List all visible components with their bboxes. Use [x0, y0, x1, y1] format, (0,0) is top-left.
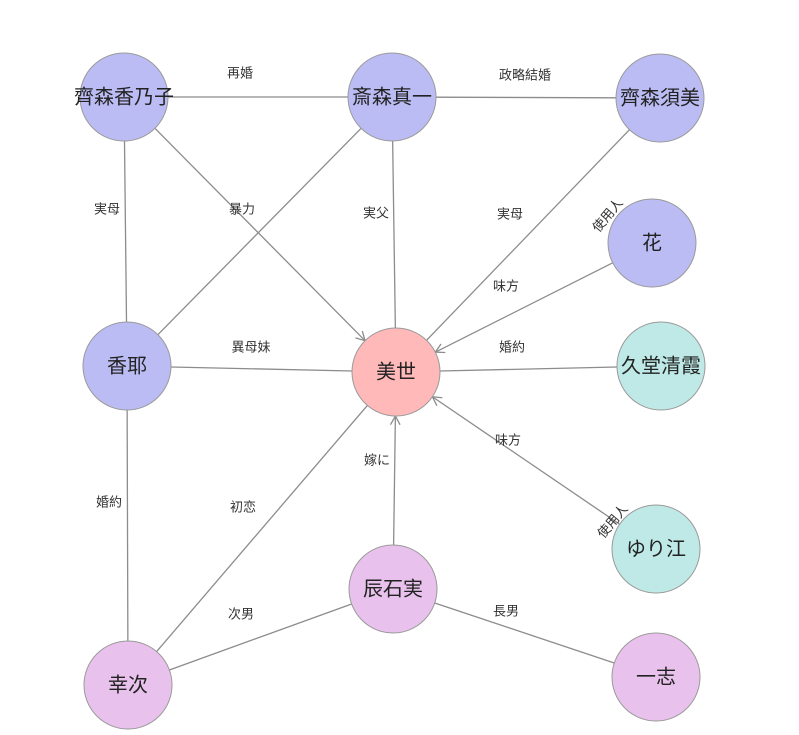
node-label: 花 [642, 231, 662, 255]
node-circle [83, 640, 173, 730]
edge-miyo-kiyoka [439, 366, 618, 372]
node-koji[interactable]: 幸次 [83, 640, 173, 730]
edge-label-shinichi-sumi: 政略結婚 [499, 68, 551, 84]
edge-sumi-miyo [426, 129, 630, 341]
edge-label-koji-miyo: 初恋 [230, 500, 256, 516]
edge-hana-miyo [435, 262, 613, 353]
node-label: 美世 [376, 360, 416, 384]
edge-kanoko-kaya [123, 140, 128, 323]
node-kaya[interactable]: 香耶 [82, 321, 172, 411]
edge-minoru-miyo [392, 415, 397, 546]
edge-kaya-koji [126, 409, 129, 642]
node-circle [347, 52, 437, 142]
node-circle [79, 52, 169, 142]
node-circle [348, 544, 438, 634]
node-label: 香耶 [107, 354, 147, 378]
edge-shinichi-miyo [391, 140, 397, 329]
node-label: 齊森香乃子 [74, 85, 174, 109]
node-label: ゆり江 [626, 537, 686, 561]
node-circle [351, 327, 441, 417]
edge-label-minoru-koji: 次男 [228, 607, 254, 623]
edge-label-kanoko-shinichi: 再婚 [227, 67, 253, 82]
node-miyo[interactable]: 美世 [351, 327, 441, 417]
node-label: 幸次 [108, 673, 148, 697]
edge-label-hana-miyo: 味方 [493, 279, 519, 295]
node-yurie[interactable]: ゆり江 [611, 504, 701, 594]
edge-minoru-kazushi [434, 602, 615, 664]
node-circle [615, 53, 705, 143]
edge-shinichi-sumi [435, 96, 617, 99]
edge-label-minoru-miyo: 嫁に [364, 454, 390, 469]
edge-minoru-koji [169, 603, 352, 671]
node-label: 齊森須美 [620, 86, 700, 110]
node-circle [607, 198, 697, 288]
node-circle [611, 504, 701, 594]
node-circle [82, 321, 172, 411]
edge-label-shinichi-miyo: 実父 [363, 206, 389, 222]
node-shinichi[interactable]: 斎森真一 [347, 52, 437, 142]
edge-label-kaya-koji: 婚約 [96, 496, 122, 511]
edge-label-yurie-miyo: 味方 [495, 433, 521, 449]
node-circle [611, 632, 701, 722]
node-kiyoka[interactable]: 久堂清霞 [616, 321, 706, 411]
node-sumi[interactable]: 齊森須美 [615, 53, 705, 143]
node-kanoko[interactable]: 齊森香乃子 [74, 52, 174, 142]
edge-label-miyo-kiyoka: 婚約 [499, 341, 525, 356]
node-label: 斎森真一 [352, 85, 432, 109]
node-label: 辰石実 [363, 577, 423, 601]
node-minoru[interactable]: 辰石実 [348, 544, 438, 634]
edge-shinichi-kaya [157, 127, 362, 336]
node-kazushi[interactable]: 一志 [611, 632, 701, 722]
edge-koji-miyo [156, 404, 368, 653]
node-label: 一志 [636, 665, 676, 689]
edge-kanoko-miyo [154, 127, 366, 342]
edge-label-kaya-miyo: 異母妹 [231, 341, 270, 356]
edges-layer [123, 96, 630, 671]
node-circle [616, 321, 706, 411]
node-hana[interactable]: 花 [607, 198, 697, 288]
edge-label-sumi-miyo: 実母 [497, 207, 523, 223]
edge-label-minoru-kazushi: 長男 [493, 605, 519, 620]
edge-label-kanoko-kaya: 実母 [94, 202, 120, 218]
edge-yurie-miyo [432, 396, 620, 525]
edge-kaya-miyo [170, 366, 353, 372]
node-label: 久堂清霞 [621, 354, 701, 378]
edge-label-kanoko-miyo: 暴力 [229, 203, 255, 218]
